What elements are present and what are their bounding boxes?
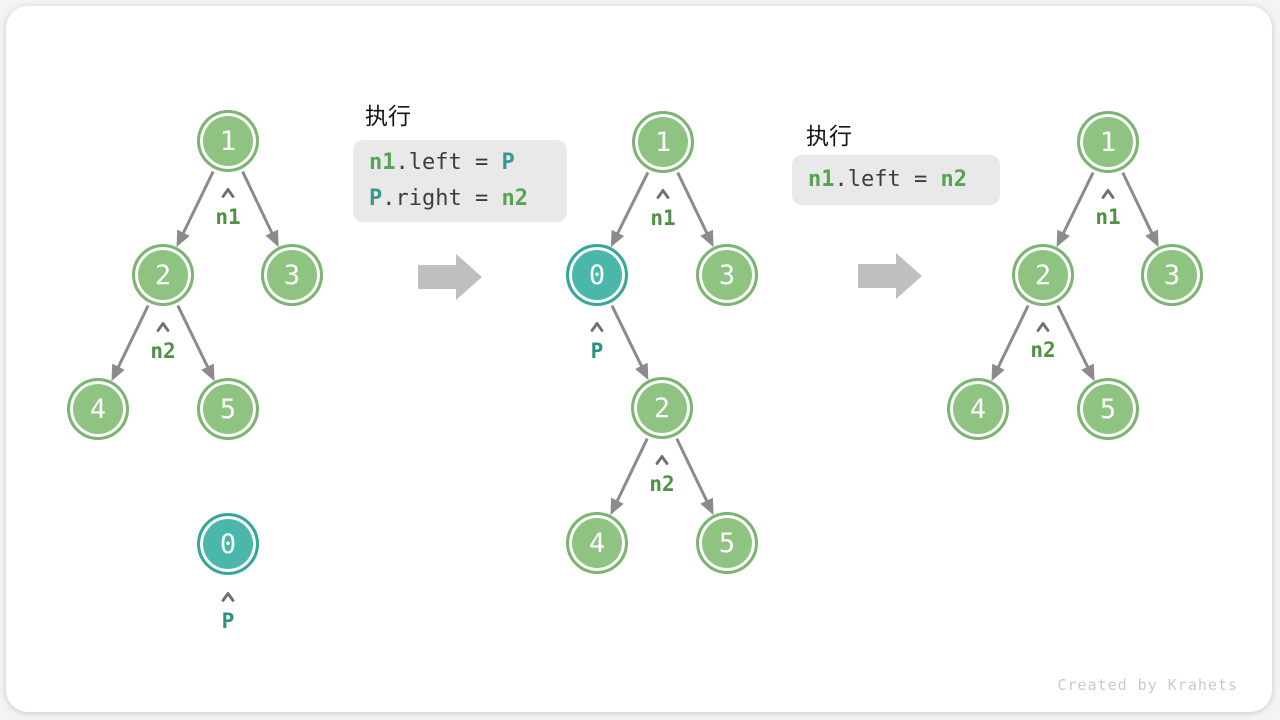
- edge-tree-during-4: [675, 437, 714, 516]
- node-value: 3: [283, 259, 301, 291]
- node-value: 2: [154, 259, 172, 291]
- block-arrow-icon-1: [418, 254, 482, 300]
- pointer-caret-icon: [221, 187, 235, 198]
- node-value: 1: [1099, 126, 1117, 158]
- edge-tree-during-0: [610, 171, 650, 248]
- tree-node-tree-during-4: 4: [566, 512, 628, 574]
- edge-tree-during-3: [610, 437, 649, 516]
- node-value: 3: [1163, 259, 1181, 291]
- tree-node-tree-after-4: 4: [947, 378, 1009, 440]
- code-line: n1.left = P: [369, 145, 567, 181]
- pointer-label-n1-tree-during: n1: [650, 206, 676, 230]
- tree-node-tree-during-2: 2: [631, 377, 693, 439]
- node-value: 2: [653, 392, 671, 424]
- tree-node-tree-during-0: 0: [566, 244, 628, 306]
- code-token: .left =: [834, 167, 941, 192]
- tree-node-tree-before-3: 3: [261, 244, 323, 306]
- code-line: n1.left = n2: [808, 162, 1000, 198]
- node-value: 4: [89, 393, 107, 425]
- edge-tree-during-2: [610, 304, 649, 381]
- pointer-label-n2-tree-before: n2: [150, 339, 176, 363]
- exec-title-2: 执行: [806, 124, 852, 150]
- code-token-n2: n2: [940, 167, 967, 192]
- pointer-caret-icon: [1101, 188, 1115, 199]
- code-line: P.right = n2: [369, 181, 567, 217]
- tree-node-tree-during-3: 3: [696, 244, 758, 306]
- code-token-n1: n1: [369, 150, 396, 175]
- pointer-label-n1-tree-after: n1: [1095, 205, 1121, 229]
- node-value: 5: [718, 527, 736, 559]
- code-token: .right =: [382, 186, 502, 211]
- pointer-label-n2-tree-after: n2: [1030, 338, 1056, 362]
- node-value: 3: [718, 259, 736, 291]
- edge-tree-before-0: [176, 170, 215, 248]
- code-token-n1: n1: [808, 167, 835, 192]
- node-value: 1: [219, 125, 237, 157]
- pointer-caret-icon: [656, 188, 670, 199]
- pointer-label-P-tree-during: P: [590, 339, 604, 363]
- code-token: .left =: [395, 150, 502, 175]
- exec-title-1: 执行: [365, 104, 411, 130]
- tree-node-tree-before-4: 4: [67, 378, 129, 440]
- node-value: 1: [654, 126, 672, 158]
- edge-tree-after-0: [1056, 171, 1095, 248]
- pointer-caret-icon: [1036, 321, 1050, 332]
- pointer-label-n1-tree-before: n1: [215, 205, 241, 229]
- pointer-caret-icon: [221, 591, 235, 602]
- code-box-assign-n2: n1.left = n2: [792, 155, 1000, 205]
- tree-node-tree-after-5: 5: [1077, 378, 1139, 440]
- edge-tree-before-2: [111, 304, 150, 382]
- pointer-label-P-tree-before: P: [221, 609, 235, 633]
- edge-tree-after-1: [1121, 171, 1159, 248]
- pointer-caret-icon: [590, 321, 604, 332]
- code-token-P: P: [501, 150, 515, 175]
- pointer-caret-icon: [156, 321, 170, 332]
- tree-node-tree-before-1: 1: [197, 110, 259, 172]
- node-value: 5: [219, 393, 237, 425]
- edge-tree-after-3: [1056, 304, 1095, 382]
- edge-tree-after-2: [991, 304, 1030, 382]
- tree-node-tree-after-2: 2: [1012, 244, 1074, 306]
- watermark: Created by Krahets: [1057, 676, 1238, 694]
- tree-node-tree-before-2: 2: [132, 244, 194, 306]
- node-value: 2: [1034, 259, 1052, 291]
- edge-tree-during-1: [676, 171, 714, 248]
- tree-node-tree-after-1: 1: [1077, 111, 1139, 173]
- pointer-label-n2-tree-during: n2: [649, 472, 675, 496]
- node-value: 4: [969, 393, 987, 425]
- node-value: 0: [219, 528, 237, 560]
- code-token-P: P: [369, 186, 383, 211]
- tree-node-tree-during-1: 1: [632, 111, 694, 173]
- edge-tree-before-3: [176, 304, 215, 382]
- node-value: 0: [588, 259, 606, 291]
- node-value: 4: [588, 527, 606, 559]
- pointer-caret-icon: [655, 454, 669, 465]
- tree-node-tree-after-3: 3: [1141, 244, 1203, 306]
- tree-node-tree-before-5: 5: [197, 378, 259, 440]
- tree-node-tree-during-5: 5: [696, 512, 758, 574]
- tree-node-tree-before-0: 0: [197, 513, 259, 575]
- block-arrow-icon-2: [858, 253, 922, 299]
- node-value: 5: [1099, 393, 1117, 425]
- edge-tree-before-1: [241, 171, 279, 248]
- code-token-n2: n2: [501, 186, 528, 211]
